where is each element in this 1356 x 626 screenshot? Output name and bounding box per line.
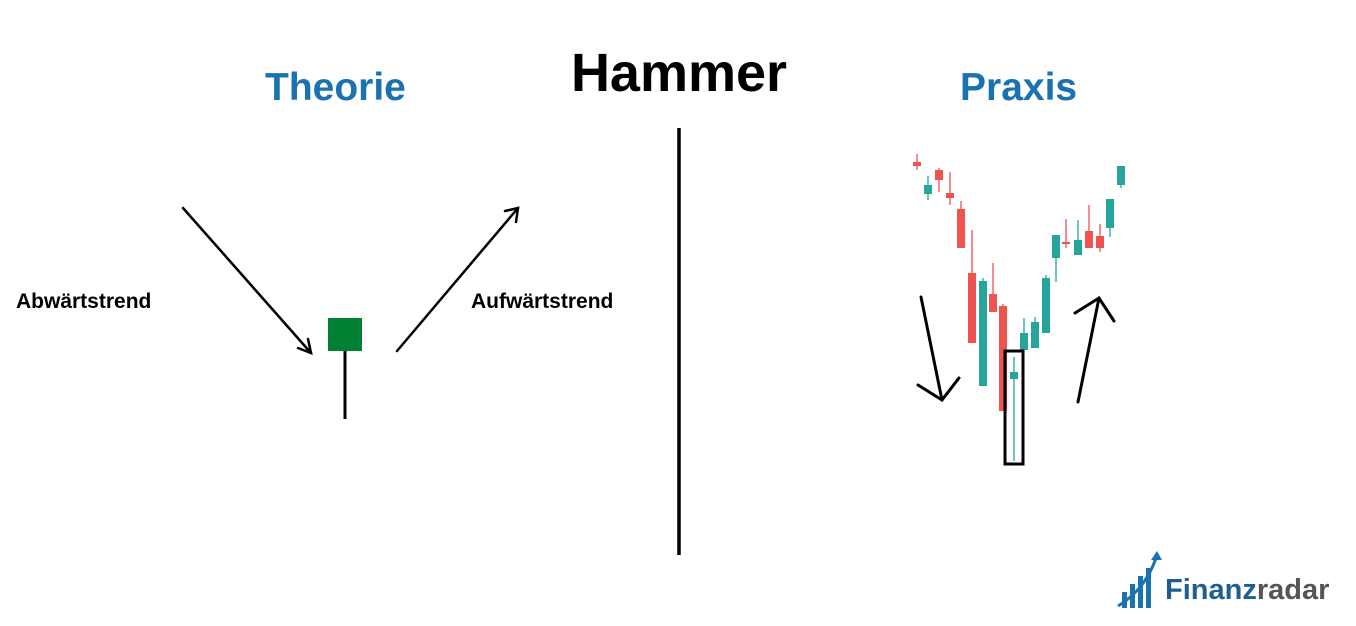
- candle-body: [1106, 199, 1114, 228]
- candle: [913, 154, 921, 170]
- candle-body: [1085, 231, 1093, 248]
- candle: [1074, 220, 1082, 255]
- logo-text-finanz: Finanz: [1165, 574, 1257, 606]
- candle-body: [1020, 333, 1028, 350]
- candle-body: [924, 185, 932, 194]
- finanzradar-logo: Finanzradar: [1118, 550, 1348, 612]
- candle: [999, 304, 1007, 411]
- practice-candles: [913, 154, 1125, 461]
- candle: [946, 172, 954, 205]
- candle-body: [979, 281, 987, 386]
- candle-body: [999, 306, 1007, 411]
- practice-down-arrow: [916, 295, 961, 402]
- candle-body: [1062, 242, 1070, 244]
- page-title: Hammer: [570, 43, 788, 103]
- candle-body: [1074, 240, 1082, 255]
- candle: [979, 278, 987, 386]
- candle: [1085, 205, 1093, 248]
- practice-up-arrow: [1073, 295, 1116, 404]
- candle: [957, 201, 965, 248]
- hammer-highlight-box: [1003, 349, 1025, 466]
- candle: [935, 168, 943, 192]
- downtrend-label: Abwärtstrend: [16, 290, 152, 313]
- theory-down-arrow: [181, 206, 313, 355]
- candle: [924, 176, 932, 200]
- theory-hammer-body: [328, 318, 362, 351]
- candle: [1062, 219, 1070, 248]
- candle-body: [1010, 372, 1018, 379]
- candle: [1020, 318, 1028, 350]
- logo-text-radar: radar: [1256, 574, 1330, 606]
- candle-body: [1042, 278, 1050, 333]
- candle-body: [1096, 236, 1104, 248]
- candle: [1106, 199, 1114, 237]
- candle-body: [1117, 166, 1125, 185]
- candle: [968, 230, 976, 343]
- candle: [1010, 357, 1018, 461]
- candle-body: [957, 209, 965, 248]
- candle: [1042, 275, 1050, 333]
- candle: [1031, 317, 1039, 348]
- practice-heading: Praxis: [960, 66, 1078, 109]
- theory-up-arrow: [395, 206, 520, 353]
- candle-body: [946, 193, 954, 198]
- uptrend-label: Aufwärtstrend: [471, 290, 614, 313]
- candle-body: [989, 294, 997, 312]
- candle-body: [935, 170, 943, 180]
- candle: [1052, 235, 1060, 282]
- candle: [989, 263, 997, 312]
- candle-body: [1031, 322, 1039, 348]
- candle: [1117, 166, 1125, 188]
- candle-body: [968, 273, 976, 343]
- candle: [1096, 224, 1104, 252]
- candle-body: [1052, 235, 1060, 258]
- logo-icon: [1117, 551, 1162, 608]
- candle-body: [913, 162, 921, 166]
- theory-heading: Theorie: [265, 66, 406, 109]
